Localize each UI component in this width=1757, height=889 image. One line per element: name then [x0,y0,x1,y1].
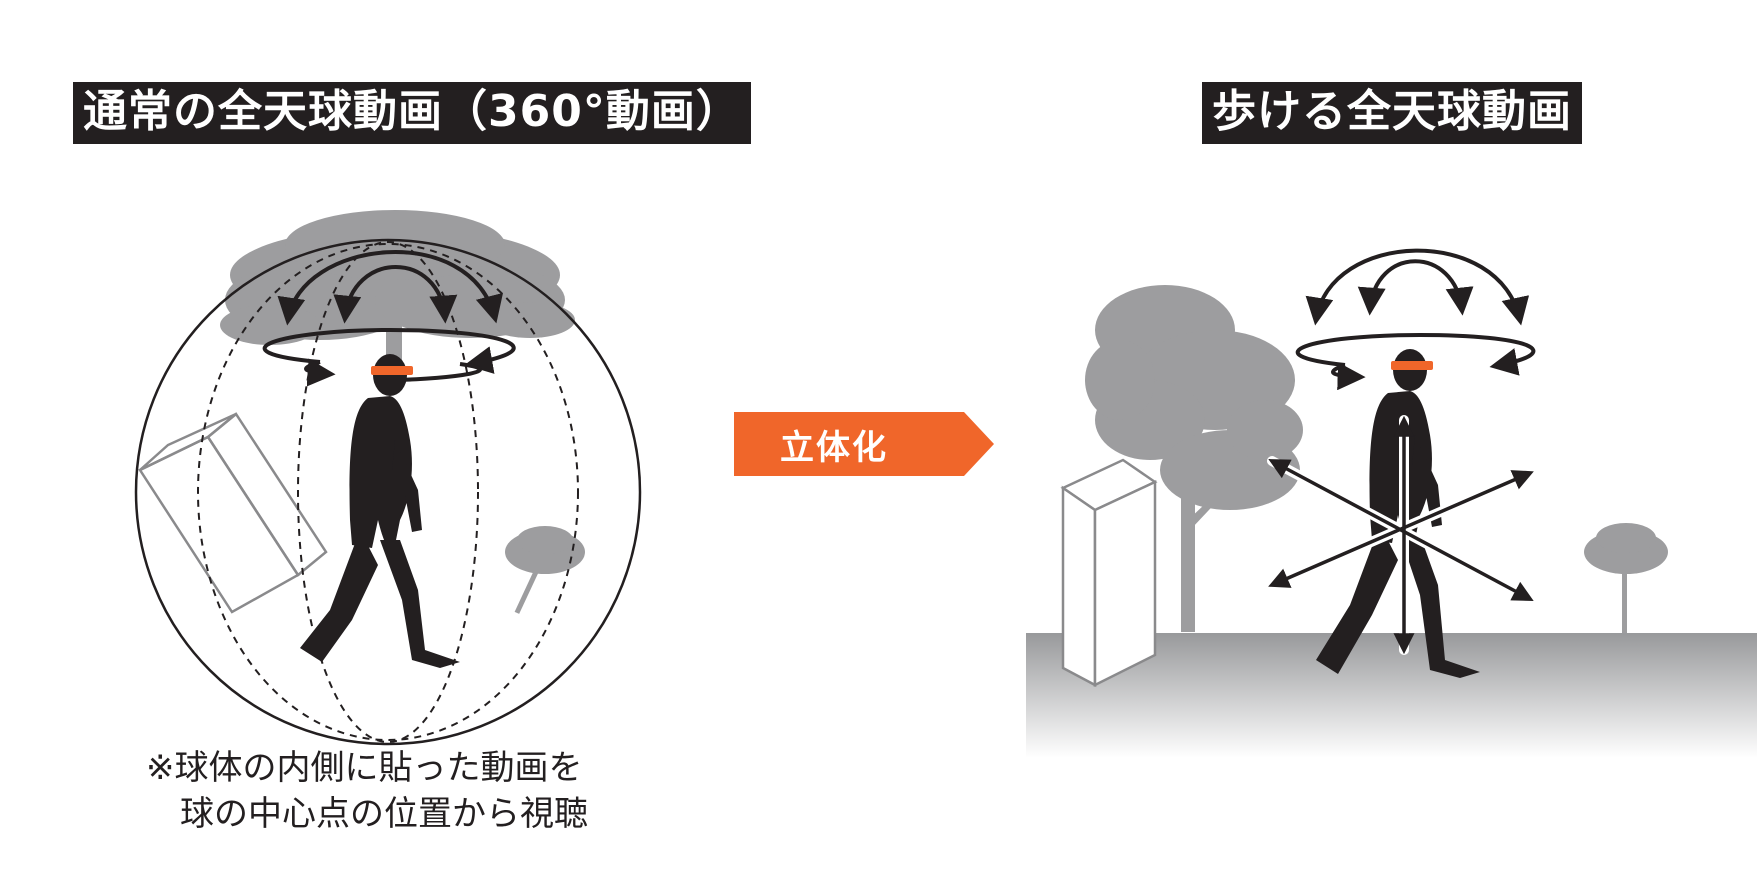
rotation-arrows-right [1295,248,1536,391]
sphere-meridian-inner [297,241,479,743]
transition-label: 立体化 [780,427,888,468]
box-outline-left [138,412,328,614]
caption: ※球体の内側に貼った動画を 球の中心点の位置から視聴 [146,745,646,837]
title-left: 通常の全天球動画（360°動画） [73,82,751,144]
walking-person-left [300,354,460,668]
rotation-arrows-left [262,250,516,387]
vr-headset-band-left [371,366,413,375]
left-panel [134,210,642,746]
flower-silhouette-left [505,526,585,614]
tree-silhouette-left [220,210,575,360]
caption-line-1: ※球体の内側に貼った動画を [146,748,583,788]
sphere-outline [134,238,642,746]
right-panel [1026,248,1757,758]
title-right: 歩ける全天球動画 [1202,82,1582,144]
tree-silhouette-right [1085,285,1303,632]
vr-headset-band-right [1391,361,1433,370]
sphere-meridian-outer [197,243,579,741]
box-solid-right [1060,458,1158,688]
six-dof-arrows [1267,415,1535,655]
transition-arrow [734,412,994,476]
caption-line-2: 球の中心点の位置から視聴 [180,794,588,834]
walking-person-right [1316,349,1480,678]
flower-silhouette-right [1584,523,1668,633]
